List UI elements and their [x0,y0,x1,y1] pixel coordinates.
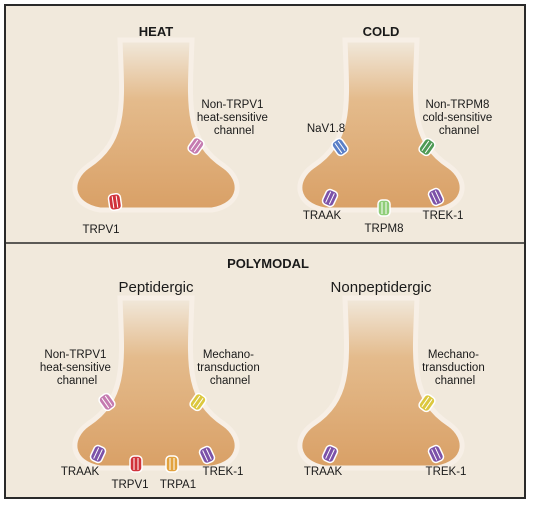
peptidergic-trpv1-channel-icon [129,455,143,473]
cold-heading: COLD [363,24,400,39]
polymodal-heading: POLYMODAL [227,256,309,271]
cold-nav18-channel-icon [331,137,349,157]
nonpeptidergic-traak-channel-icon [321,444,339,464]
nonpeptidergic-mechano-channel-icon [418,393,436,413]
cold-neuron-terminal [297,37,465,213]
heat-non-trpv1-channel-icon [187,136,205,156]
cold-nav18-label: NaV1.8 [307,123,345,135]
nonpeptidergic-traak-label: TRAAK [304,466,343,478]
nonpeptidergic-neuron-terminal [297,295,465,471]
cold-traak-channel-icon [321,188,339,208]
cold-trpm8-channel-icon [377,199,391,217]
peptidergic-heading: Peptidergic [118,279,194,296]
nonpeptidergic-trek1-channel-icon [427,444,445,464]
peptidergic-mechano-channel-icon [189,392,207,412]
heat-heading: HEAT [139,24,173,39]
cold-trpm8-label: TRPM8 [365,223,404,235]
peptidergic-trpv1-label: TRPV1 [111,479,148,491]
cold-non-trpm8-channel-icon [418,137,436,157]
peptidergic-non-trpv1-channel-icon [98,392,116,412]
nonpeptidergic-heading: Nonpeptidergic [331,279,432,296]
peptidergic-neuron-terminal [72,295,240,471]
peptidergic-traak-label: TRAAK [61,466,100,478]
peptidergic-trek1-channel-icon [198,445,216,465]
heat-trpv1-label: TRPV1 [82,224,119,236]
cold-trek1-channel-icon [427,187,445,207]
peptidergic-mechano-label: Mechano- transduction channel [197,349,263,387]
cold-traak-label: TRAAK [303,210,342,222]
peptidergic-trek1-label: TREK-1 [203,466,244,478]
cold-trek1-label: TREK-1 [423,210,464,222]
nonpeptidergic-mechano-label: Mechano- transduction channel [422,349,488,387]
peptidergic-trpa1-label: TRPA1 [160,479,196,491]
nonpeptidergic-trek1-label: TREK-1 [426,466,467,478]
peptidergic-trpa1-channel-icon [165,455,179,473]
peptidergic-non-trpv1-label: Non-TRPV1 heat-sensitive channel [40,349,114,387]
peptidergic-traak-channel-icon [89,444,107,464]
heat-non-trpv1-label: Non-TRPV1 heat-sensitive channel [197,99,271,137]
heat-neuron-terminal [72,37,240,213]
cold-non-trpm8-label: Non-TRPM8 cold-sensitive channel [423,99,496,137]
heat-trpv1-channel-icon [107,193,123,211]
